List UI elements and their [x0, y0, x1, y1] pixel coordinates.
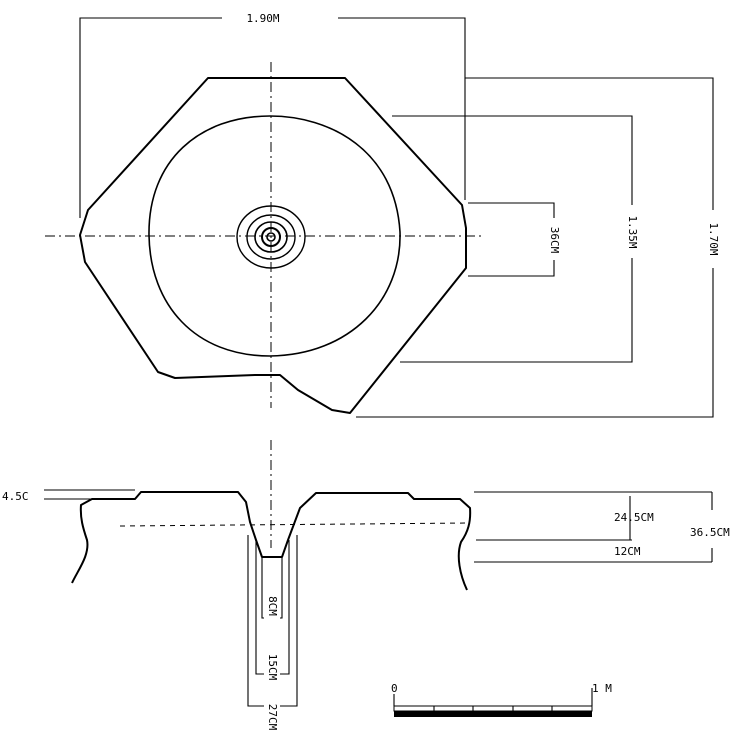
- section-profile-right: [272, 492, 472, 591]
- dim-height-outer-top: [465, 77, 714, 210]
- scale-start-label: 0: [391, 682, 398, 695]
- section-view: 4.5C 24.5CM 12CM 36.5CM 8CM: [2, 489, 730, 736]
- scale-bar-top-band: [393, 705, 593, 712]
- label-hole-outer: 27CM: [266, 704, 279, 731]
- label-height-inner: 1.35M: [626, 215, 639, 248]
- dim-width-left: [79, 17, 222, 218]
- label-width: 1.90M: [246, 12, 279, 25]
- label-depth-total: 36.5CM: [690, 526, 730, 539]
- dim-width-right: [338, 17, 466, 200]
- dim-height-inner-bottom: [400, 258, 633, 363]
- label-height-outer: 1.70M: [707, 222, 720, 255]
- dimension-depth: 24.5CM 12CM 36.5CM: [474, 491, 730, 563]
- dim-height-outer-bottom: [356, 268, 714, 418]
- scale-bar: 0 1 M: [391, 682, 612, 717]
- plan-outer-outline: [79, 77, 467, 414]
- scale-bar-bottom-band: [394, 711, 592, 717]
- section-ground-line: [119, 522, 471, 527]
- dimension-hole: 36CM: [468, 202, 562, 277]
- label-hole-inner: 8CM: [266, 596, 279, 616]
- label-depth-upper: 24.5CM: [614, 511, 654, 524]
- scale-end-label: 1 M: [592, 682, 612, 695]
- dimension-height-inner: 1.35M: [392, 115, 639, 363]
- dimension-hole-diameters: 8CM 15CM 27CM: [247, 535, 298, 736]
- label-hole: 36CM: [548, 227, 561, 254]
- plan-view: 1.90M 1.70M 1.35M 36CM: [45, 12, 720, 418]
- hole-ring-2: [246, 214, 296, 260]
- dimension-lip: 4.5C: [2, 489, 135, 503]
- dim-hole-bracket: [468, 202, 555, 277]
- hole-ring-core: [266, 232, 276, 242]
- dim-height-inner-top: [392, 115, 633, 205]
- dimension-width: 1.90M: [79, 12, 466, 218]
- section-profile-left: [71, 491, 272, 584]
- plan-inner-rim: [148, 115, 401, 357]
- dimension-height-outer: 1.70M: [356, 77, 720, 418]
- label-depth-lower: 12CM: [614, 545, 641, 558]
- label-lip: 4.5C: [2, 490, 29, 503]
- label-hole-mid: 15CM: [266, 654, 279, 681]
